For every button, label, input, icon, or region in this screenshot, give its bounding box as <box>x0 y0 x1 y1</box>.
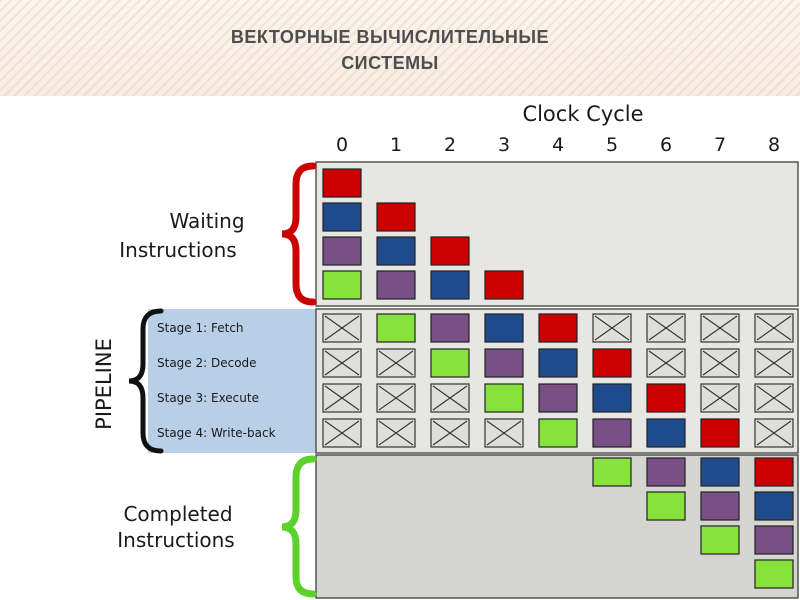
completed-cell-blue <box>700 457 740 487</box>
stage-label-3: Stage 3: Execute <box>157 391 259 405</box>
pipeline-empty-cell <box>430 383 470 413</box>
waiting-cell-blue <box>322 202 362 232</box>
cycle-label-2: 2 <box>444 134 456 156</box>
pipeline-empty-cell <box>376 348 416 378</box>
pipeline-empty-cell <box>592 313 632 343</box>
slide-title-line-1: ВЕКТОРНЫЕ ВЫЧИСЛИТЕЛЬНЫЕ <box>230 27 550 47</box>
stage-label-1: Stage 1: Fetch <box>157 321 244 335</box>
pipeline-empty-cell <box>700 383 740 413</box>
clock-cycle-title: Clock Cycle <box>522 102 643 126</box>
completed-cell-green <box>646 491 686 521</box>
completed-label-line-2: Instructions <box>117 528 234 552</box>
pipeline-cell-blue <box>592 383 632 413</box>
pipeline-cell-green <box>538 418 578 448</box>
pipeline-label-band <box>148 309 318 453</box>
waiting-cell-red <box>322 168 362 198</box>
completed-cell-blue <box>754 491 794 521</box>
cycle-label-4: 4 <box>552 134 564 156</box>
pipeline-cell-red <box>592 348 632 378</box>
pipeline-empty-cell <box>322 348 362 378</box>
completed-cell-green <box>700 525 740 555</box>
cycle-label-0: 0 <box>336 134 348 156</box>
cycle-label-8: 8 <box>768 134 780 156</box>
pipeline-cell-green <box>376 313 416 343</box>
pipeline-empty-cell <box>376 418 416 448</box>
stage-label-2: Stage 2: Decode <box>157 356 257 370</box>
stage-label-4: Stage 4: Write-back <box>157 426 276 440</box>
waiting-cell-green <box>322 270 362 300</box>
completed-cell-purple <box>700 491 740 521</box>
pipeline-brace <box>128 308 164 454</box>
waiting-cell-blue <box>430 270 470 300</box>
pipeline-empty-cell <box>700 313 740 343</box>
waiting-cell-red <box>376 202 416 232</box>
pipeline-cell-purple <box>592 418 632 448</box>
pipeline-empty-cell <box>754 383 794 413</box>
waiting-label-line-2: Instructions <box>119 238 236 262</box>
pipeline-empty-cell <box>700 348 740 378</box>
waiting-cell-red <box>430 236 470 266</box>
cycle-label-6: 6 <box>660 134 672 156</box>
waiting-label-line-1: Waiting <box>169 209 244 233</box>
waiting-cell-purple <box>322 236 362 266</box>
slide-title: ВЕКТОРНЫЕ ВЫЧИСЛИТЕЛЬНЫЕ СИСТЕМЫ <box>160 24 620 76</box>
pipeline-label: PIPELINE <box>92 338 116 430</box>
pipeline-cell-purple <box>430 313 470 343</box>
cycle-label-5: 5 <box>606 134 618 156</box>
pipeline-empty-cell <box>322 383 362 413</box>
slide-title-line-2: СИСТЕМЫ <box>341 53 439 73</box>
pipeline-empty-cell <box>322 313 362 343</box>
pipeline-empty-cell <box>322 418 362 448</box>
waiting-cell-purple <box>376 270 416 300</box>
completed-brace <box>281 455 317 598</box>
cycle-label-1: 1 <box>390 134 402 156</box>
pipeline-cell-red <box>700 418 740 448</box>
completed-cell-green <box>754 559 794 589</box>
pipeline-cell-blue <box>646 418 686 448</box>
pipeline-empty-cell <box>484 418 524 448</box>
waiting-cell-blue <box>376 236 416 266</box>
completed-label-line-1: Completed <box>123 502 232 526</box>
pipeline-cell-red <box>646 383 686 413</box>
pipeline-cell-purple <box>538 383 578 413</box>
pipeline-empty-cell <box>754 418 794 448</box>
cycle-labels: 0 1 2 3 4 5 6 7 8 <box>336 134 780 156</box>
pipeline-cell-blue <box>484 313 524 343</box>
cycle-label-7: 7 <box>714 134 726 156</box>
pipeline-cell-blue <box>538 348 578 378</box>
pipeline-cell-green <box>484 383 524 413</box>
completed-cell-purple <box>754 525 794 555</box>
waiting-brace <box>281 162 317 306</box>
pipeline-cell-purple <box>484 348 524 378</box>
pipeline-cell-red <box>538 313 578 343</box>
pipeline-empty-cell <box>376 383 416 413</box>
instruction-cells <box>322 168 794 589</box>
waiting-cell-red <box>484 270 524 300</box>
completed-cell-red <box>754 457 794 487</box>
completed-cell-green <box>592 457 632 487</box>
cycle-label-3: 3 <box>498 134 510 156</box>
pipeline-empty-cell <box>430 418 470 448</box>
pipeline-empty-cell <box>646 313 686 343</box>
pipeline-cell-green <box>430 348 470 378</box>
completed-cell-purple <box>646 457 686 487</box>
slide-header-band <box>0 0 800 96</box>
pipeline-empty-cell <box>754 348 794 378</box>
pipeline-empty-cell <box>646 348 686 378</box>
pipeline-empty-cell <box>754 313 794 343</box>
